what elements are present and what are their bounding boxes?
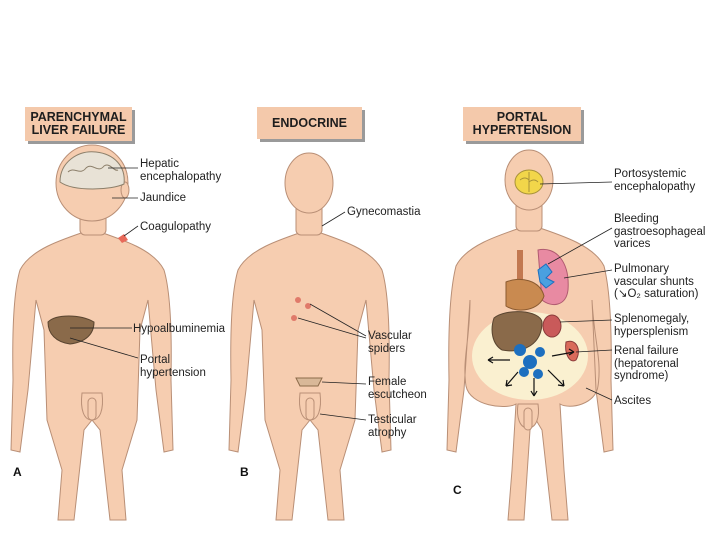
- label-portosystemic-encephalopathy: Portosystemic encephalopathy: [614, 168, 696, 193]
- figure-b-escutcheon: [295, 377, 323, 387]
- panel-letter-a: A: [13, 465, 22, 479]
- header-portal-hypertension: PORTAL HYPERTENSION: [463, 107, 581, 141]
- leader-lines: [69, 167, 613, 421]
- figure-b-genitals: [299, 392, 321, 421]
- figure-c-ascites-arrows: [487, 348, 575, 397]
- label-hepatic-encephalopathy: Hepatic encephalopathy: [140, 158, 222, 183]
- label-gynecomastia: Gynecomastia: [347, 206, 421, 218]
- label-jaundice: Jaundice: [140, 192, 187, 204]
- figure-c-genitals: [517, 403, 539, 431]
- label-ascites: Ascites: [614, 395, 652, 407]
- label-coagulopathy: Coagulopathy: [140, 221, 211, 233]
- figure-c-spleen: [542, 314, 562, 338]
- header-endocrine: ENDOCRINE: [257, 107, 362, 139]
- label-pulmonary-shunts: Pulmonary vascular shunts (↘O₂ saturatio…: [614, 263, 699, 300]
- header-parenchymal-liver-failure: PARENCHYMAL LIVER FAILURE: [25, 107, 132, 141]
- figure-a-genitals: [81, 392, 103, 421]
- figure-c-liver: [491, 311, 543, 352]
- figure-a-brain: [59, 151, 125, 190]
- figure-a-coagulopathy-mark: [118, 234, 128, 243]
- label-female-escutcheon: Female escutcheon: [368, 376, 427, 401]
- figure-b-body: [228, 152, 392, 521]
- label-renal-failure: Renal failure (hepatorenal syndrome): [614, 345, 679, 382]
- label-portal-hypertension: Portal hypertension: [140, 354, 206, 379]
- figure-c-lung: [537, 248, 569, 306]
- panel-letter-b: B: [240, 465, 249, 479]
- figure-c-brain: [514, 169, 544, 195]
- panel-letter-c: C: [453, 483, 462, 497]
- label-splenomegaly: Splenomegaly, hypersplenism: [614, 313, 690, 338]
- label-bleeding-varices: Bleeding gastroesophageal varices: [614, 213, 706, 250]
- figure-c-portal-vessels: [514, 344, 545, 379]
- label-hypoalbuminemia: Hypoalbuminemia: [133, 323, 226, 335]
- figure-c-stomach: [505, 278, 545, 311]
- figure-a-liver: [47, 315, 95, 345]
- label-testicular-atrophy: Testicular atrophy: [368, 414, 417, 439]
- figure-b-vascular-spiders: [291, 297, 311, 321]
- label-vascular-spiders: Vascular spiders: [368, 330, 412, 355]
- figure-c-varices: [537, 263, 555, 289]
